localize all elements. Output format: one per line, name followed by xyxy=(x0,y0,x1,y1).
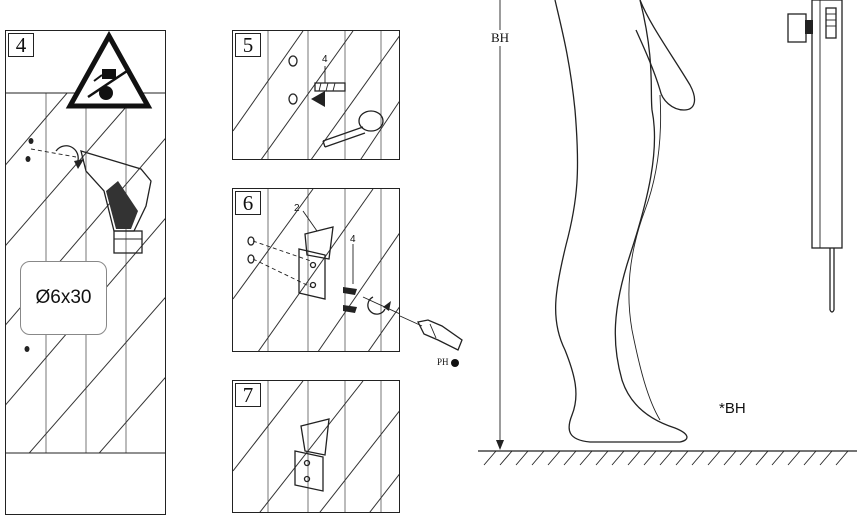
step-7-illustration xyxy=(233,381,399,512)
step-7-panel: 7 xyxy=(232,380,400,513)
arm-outline xyxy=(635,0,696,111)
step-5-panel: 5 4 xyxy=(232,30,400,160)
person-outline xyxy=(554,0,688,443)
step-6-panel: 6 2 4 xyxy=(232,188,400,352)
step-6-number: 6 xyxy=(235,191,261,215)
height-axis-label: BH xyxy=(491,30,510,46)
shower-panel xyxy=(811,0,843,249)
shower-valve xyxy=(787,13,807,43)
screwdriver-label: PH xyxy=(437,357,459,367)
step-6-part-callout-screw: 4 xyxy=(350,234,356,245)
step-5-illustration xyxy=(233,31,399,159)
screwdriver-type: PH xyxy=(437,357,449,367)
step-4-panel: 4 xyxy=(5,30,166,515)
step-6-illustration xyxy=(233,189,399,351)
step-5-part-callout: 4 xyxy=(322,54,328,65)
screwdriver-bit-icon xyxy=(450,358,459,367)
step-6-part-callout-bracket: 2 xyxy=(294,203,300,214)
drill-size-label: Ø6x30 xyxy=(20,261,107,335)
step-4-number: 4 xyxy=(8,33,34,57)
height-note: *BH xyxy=(719,400,746,417)
step-7-number: 7 xyxy=(235,383,261,407)
step-5-number: 5 xyxy=(235,33,261,57)
